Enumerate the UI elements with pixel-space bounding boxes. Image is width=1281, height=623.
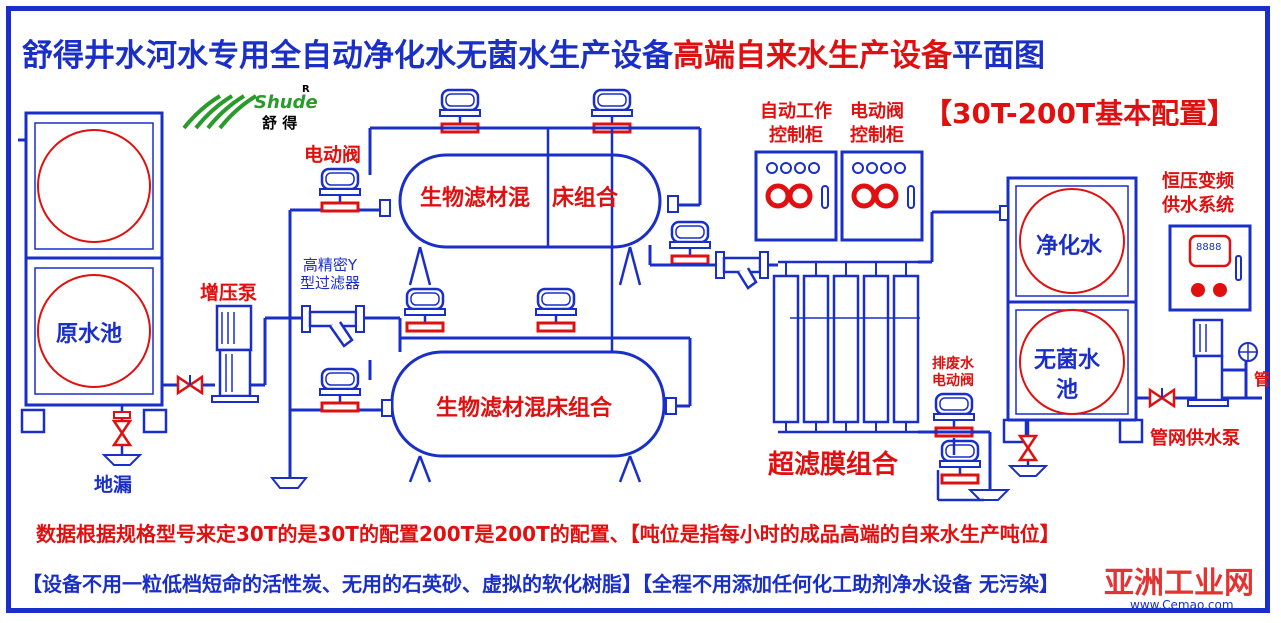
bio-bed-tank-bottom [381, 350, 677, 483]
drain-motor-valve-a [932, 392, 976, 438]
bio-bed-top-label-a: 生物滤材混 [420, 186, 531, 211]
drain-valve-label-line2: 电动阀 [932, 373, 974, 389]
sterile-water-label-line1: 无菌水 [1034, 348, 1101, 373]
outer-frame [6, 6, 1270, 613]
pure-water-label: 净化水 [1036, 234, 1103, 259]
sterile-water-label: 无菌水 池 [1034, 346, 1100, 406]
note-line-2: 【设备不用一粒低档短命的活性炭、无用的石英砂、虚拟的软化树脂】【全程不用添加任何… [22, 572, 1059, 596]
watermark-url: www.Cemao.com [1130, 598, 1234, 612]
motor-valve-4 [668, 220, 712, 266]
const-pressure-label: 恒压变频 供水系统 [1162, 170, 1234, 218]
floor-drain-label: 地漏 [94, 474, 133, 496]
valve-cabinet-label-line2: 控制柜 [850, 125, 904, 146]
auto-cabinet-label-line2: 控制柜 [769, 125, 823, 146]
const-pressure-label-line1: 恒压变频 [1162, 171, 1234, 192]
motor-valve-2 [438, 88, 482, 134]
motor-valve-label: 电动阀 [304, 144, 362, 166]
logo-chinese: 舒 得 [262, 114, 298, 132]
y-filter-2 [715, 251, 769, 290]
logo-registered-mark: R [302, 84, 310, 95]
y-filter-label-line2: 型过滤器 [300, 274, 361, 292]
bio-bed-bottom-label: 生物滤材混床组合 [436, 396, 613, 421]
network-pump [1187, 318, 1229, 407]
raw-tank-label: 原水池 [56, 322, 123, 347]
logo-latin: Shude [254, 92, 318, 113]
clean-water-tank [999, 176, 1144, 444]
valve-cabinet-label: 电动阀 控制柜 [850, 100, 904, 148]
drain-valve-label: 排废水 电动阀 [932, 356, 974, 390]
sterile-water-label-line2: 池 [1056, 378, 1079, 403]
motor-valve-1 [318, 167, 362, 213]
constant-pressure-cabinet [1168, 224, 1252, 312]
note-line-1: 数据根据规格型号来定30T的是30T的配置200T是200T的配置、【吨位是指每… [36, 522, 1060, 546]
y-filter-label-line1: 高精密Y [302, 256, 358, 274]
shude-logo [182, 94, 258, 130]
raw-water-tank [18, 111, 168, 434]
floor-drain-valve [101, 405, 143, 466]
display-readout: 8888 [1196, 242, 1222, 253]
uf-membrane-group [772, 260, 920, 434]
watermark-main: 亚洲工业网 [1104, 566, 1254, 601]
auto-control-cabinet [754, 150, 838, 242]
network-pump-label: 管网供水泵 [1150, 428, 1240, 449]
motor-valve-3 [590, 88, 634, 134]
page-title: 舒得井水河水专用全自动净化水无菌水生产设备高端自来水生产设备平面图 [22, 30, 1045, 75]
clean-tank-drain [1007, 420, 1049, 477]
y-filter [301, 305, 365, 348]
motor-valve-5 [403, 287, 447, 333]
uf-group-label: 超滤膜组合 [768, 450, 899, 480]
const-pressure-label-line2: 供水系统 [1162, 195, 1234, 216]
booster-pump [211, 304, 259, 403]
title-part-2: 高端自来水生产设备 [673, 38, 952, 74]
valve-control-cabinet [840, 150, 924, 242]
auto-cabinet-label: 自动工作 控制柜 [760, 100, 832, 148]
drain-motor-valve-b [938, 439, 982, 485]
auto-cabinet-label-line1: 自动工作 [760, 101, 832, 122]
bio-bed-tank-top [379, 153, 679, 286]
title-part-1: 舒得井水河水专用全自动净化水无菌水生产设备 [22, 38, 673, 74]
booster-pump-label: 增压泵 [200, 282, 258, 304]
drain-valve-label-line1: 排废水 [932, 356, 974, 372]
motor-valve-7 [318, 367, 362, 413]
config-label: 【30T-200T基本配置】 [924, 97, 1236, 130]
valve-cabinet-label-line1: 电动阀 [850, 101, 904, 122]
motor-valve-6 [534, 287, 578, 333]
bio-bed-top-label-b: 床组合 [552, 186, 619, 211]
title-part-3: 平面图 [952, 38, 1045, 74]
y-filter-label: 高精密Y 型过滤器 [300, 256, 360, 292]
pipe-edge-label: 管 [1254, 370, 1271, 389]
